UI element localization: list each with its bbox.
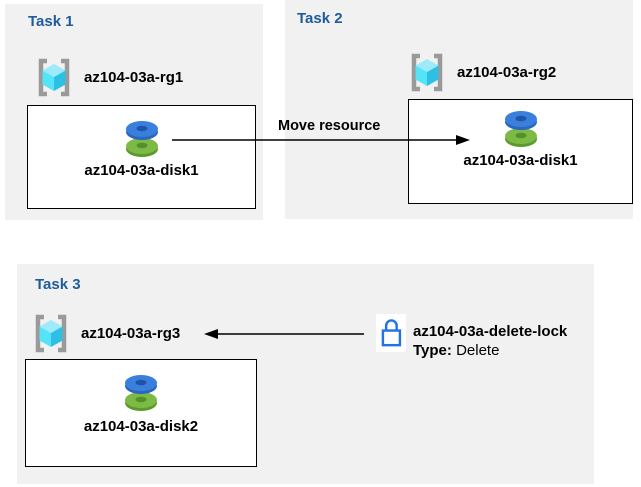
lock-type-value: Delete bbox=[451, 342, 500, 359]
task2-disk-box: az104-03a-disk1 bbox=[408, 99, 633, 204]
lock-type-line: Type: Delete bbox=[413, 341, 567, 360]
task1-disk-box: az104-03a-disk1 bbox=[27, 105, 256, 209]
task3-disk-box: az104-03a-disk2 bbox=[25, 359, 257, 467]
resource-group-icon bbox=[411, 53, 443, 92]
task1-title: Task 1 bbox=[28, 13, 74, 30]
task1-panel: Task 1 az104-03a-rg1 az104-03a-disk1 bbox=[5, 4, 263, 220]
task3-resource-group: az104-03a-rg3 bbox=[31, 312, 180, 354]
task2-panel: Task 2 az104-03a-rg2 az104-03a-disk1 bbox=[285, 0, 633, 219]
task2-resource-group-label: az104-03a-rg2 bbox=[457, 63, 557, 81]
resource-group-icon bbox=[35, 314, 67, 353]
lock-text: az104-03a-delete-lock Type: Delete bbox=[413, 322, 567, 360]
lock-icon bbox=[381, 319, 402, 347]
task3-disk-label: az104-03a-disk2 bbox=[83, 418, 199, 435]
lock-type-key: Type: bbox=[413, 342, 452, 359]
disk-icon bbox=[504, 111, 537, 147]
lock-badge bbox=[376, 314, 406, 352]
task2-resource-group: az104-03a-rg2 bbox=[407, 51, 556, 93]
task1-resource-group: az104-03a-rg1 bbox=[34, 56, 183, 98]
task3-resource-group-label: az104-03a-rg3 bbox=[81, 324, 181, 342]
disk-icon bbox=[125, 121, 158, 157]
resource-group-icon bbox=[38, 58, 70, 97]
task3-panel: Task 3 az104-03a-rg3 az104-03a-disk2 bbox=[17, 264, 594, 484]
task1-resource-group-label: az104-03a-rg1 bbox=[84, 68, 184, 86]
disk-icon bbox=[125, 375, 157, 411]
lock-name-label: az104-03a-delete-lock bbox=[413, 323, 568, 340]
task2-title: Task 2 bbox=[297, 10, 343, 27]
move-resource-label: Move resource bbox=[278, 118, 381, 134]
task3-title: Task 3 bbox=[35, 276, 81, 293]
task1-disk-label: az104-03a-disk1 bbox=[84, 162, 199, 179]
task2-disk-label: az104-03a-disk1 bbox=[463, 152, 578, 169]
